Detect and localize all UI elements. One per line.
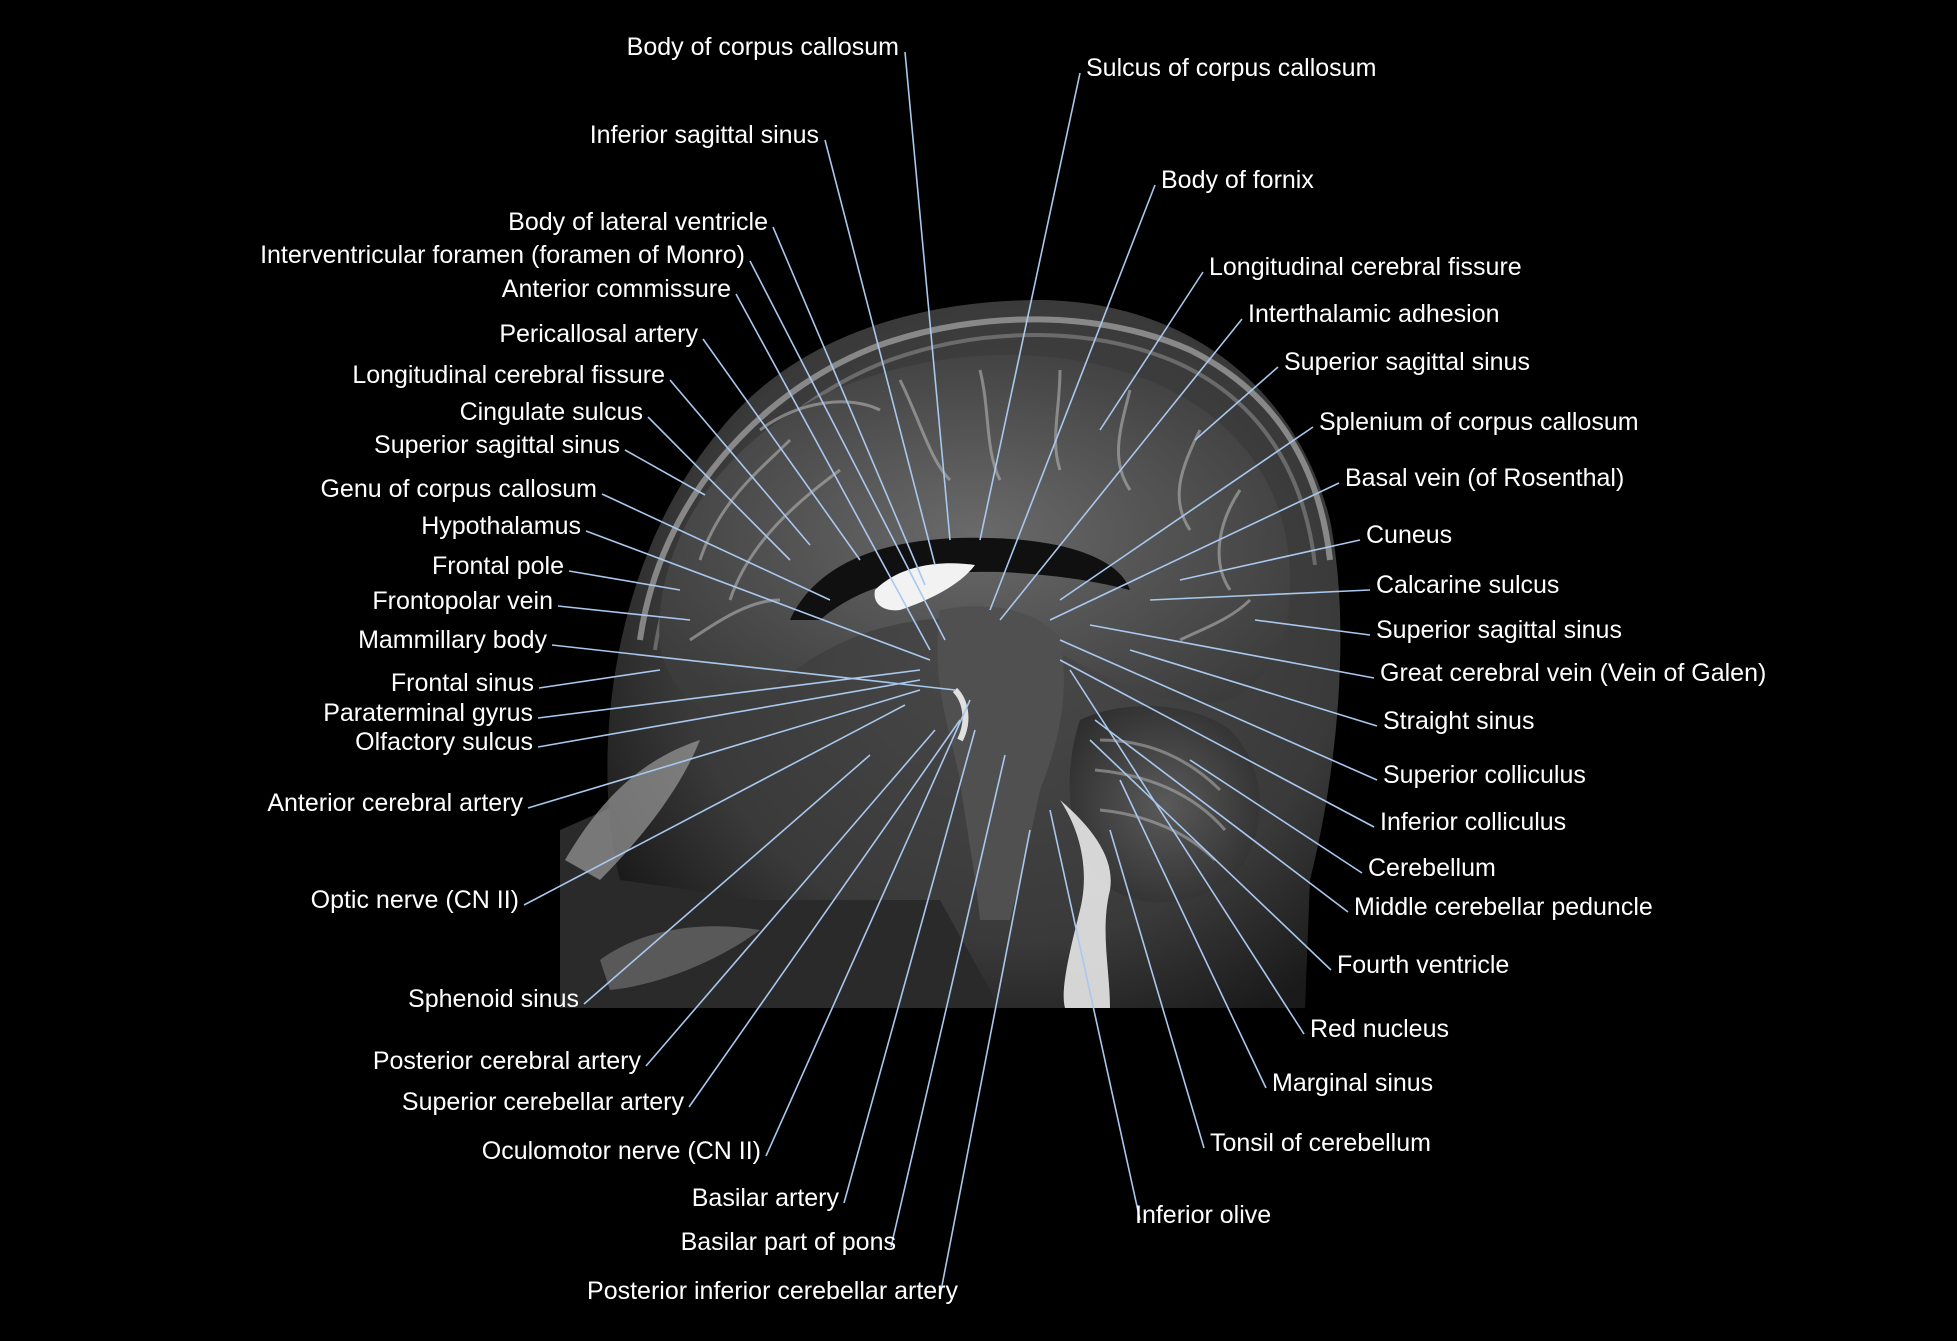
leader-line-inferior-olive — [1049, 809, 1141, 1221]
label-fourth-ventricle: Fourth ventricle — [1337, 951, 1510, 979]
label-middle-cerebellar-peduncle: Middle cerebellar peduncle — [1354, 893, 1653, 921]
label-longitudinal-cerebral-fissure-left: Longitudinal cerebral fissure — [352, 361, 665, 389]
label-superior-cerebellar-artery: Superior cerebellar artery — [401, 1088, 684, 1116]
label-cerebellum: Cerebellum — [1368, 854, 1496, 882]
leader-line-basilar-artery — [843, 729, 976, 1204]
label-longitudinal-cerebral-fissure-right: Longitudinal cerebral fissure — [1209, 253, 1522, 281]
leader-line-basal-vein — [1049, 482, 1340, 621]
leader-line-inferior-sagittal-sinus — [824, 139, 936, 566]
label-splenium-of-corpus-callosum: Splenium of corpus callosum — [1319, 408, 1639, 436]
label-great-cerebral-vein: Great cerebral vein (Vein of Galen) — [1380, 659, 1767, 687]
leader-line-marginal-sinus — [1119, 779, 1267, 1089]
leader-line-frontal-sinus — [538, 669, 661, 689]
label-inferior-colliculus: Inferior colliculus — [1380, 808, 1567, 836]
leader-line-body-of-fornix — [989, 184, 1156, 611]
leader-line-sulcus-of-corpus-callosum — [979, 72, 1081, 541]
leader-line-fourth-ventricle — [1089, 739, 1332, 971]
label-body-of-fornix: Body of fornix — [1161, 166, 1314, 194]
label-olfactory-sulcus: Olfactory sulcus — [355, 728, 533, 756]
label-superior-colliculus: Superior colliculus — [1383, 761, 1586, 789]
label-superior-sagittal-sinus-left: Superior sagittal sinus — [374, 431, 620, 459]
leader-line-superior-sagittal-sinus-right-2 — [1254, 619, 1371, 636]
leader-line-genu-of-corpus-callosum — [601, 493, 831, 601]
leader-line-tonsil-of-cerebellum — [1109, 829, 1205, 1149]
label-frontopolar-vein: Frontopolar vein — [372, 587, 553, 615]
leader-line-sphenoid-sinus — [583, 754, 871, 1005]
label-red-nucleus: Red nucleus — [1310, 1015, 1449, 1043]
leader-line-superior-sagittal-sinus-right-1 — [1194, 366, 1279, 441]
leader-line-optic-nerve — [523, 704, 906, 906]
leader-line-posterior-cerebral-artery — [645, 729, 936, 1067]
leader-line-cingulate-sulcus — [647, 416, 791, 561]
label-sulcus-of-corpus-callosum: Sulcus of corpus callosum — [1086, 54, 1377, 82]
label-posterior-inferior-cerebellar-artery: Posterior inferior cerebellar artery — [587, 1277, 958, 1305]
label-oculomotor-nerve: Oculomotor nerve (CN II) — [481, 1137, 761, 1165]
label-posterior-cerebral-artery: Posterior cerebral artery — [372, 1047, 641, 1075]
leader-line-red-nucleus — [1069, 669, 1305, 1035]
label-frontal-pole: Frontal pole — [431, 552, 564, 580]
leader-line-mammillary-body — [551, 644, 956, 691]
leader-line-hypothalamus — [585, 530, 931, 661]
label-genu-of-corpus-callosum: Genu of corpus callosum — [320, 475, 597, 503]
label-inferior-olive: Inferior olive — [1135, 1201, 1272, 1229]
leader-line-great-cerebral-vein — [1089, 624, 1375, 679]
label-anterior-cerebral-artery: Anterior cerebral artery — [267, 789, 523, 817]
leader-line-interthalamic-adhesion — [999, 318, 1243, 621]
label-sphenoid-sinus: Sphenoid sinus — [408, 985, 579, 1013]
label-basal-vein: Basal vein (of Rosenthal) — [1345, 464, 1625, 492]
label-anterior-commissure: Anterior commissure — [501, 275, 731, 303]
leader-line-straight-sinus — [1129, 649, 1378, 727]
leader-line-superior-colliculus — [1059, 639, 1378, 781]
label-marginal-sinus: Marginal sinus — [1272, 1069, 1434, 1097]
leader-line-splenium-of-corpus-callosum — [1059, 426, 1314, 601]
label-frontal-sinus: Frontal sinus — [390, 669, 534, 697]
label-calcarine-sulcus: Calcarine sulcus — [1376, 571, 1560, 599]
leader-line-pericallosal-artery — [702, 338, 861, 561]
leader-line-posterior-inferior-cerebellar-artery — [939, 829, 1031, 1297]
leader-line-longitudinal-cerebral-fissure-left — [669, 379, 811, 546]
leader-line-basilar-part-of-pons — [890, 754, 1006, 1248]
leader-line-interventricular-foramen — [749, 260, 946, 641]
leader-line-cerebellum — [1189, 759, 1363, 874]
label-tonsil-of-cerebellum: Tonsil of cerebellum — [1210, 1129, 1431, 1157]
label-body-of-lateral-ventricle: Body of lateral ventricle — [508, 208, 768, 236]
leader-line-oculomotor-nerve — [765, 699, 971, 1157]
leader-line-body-of-lateral-ventricle — [772, 226, 926, 586]
label-body-of-corpus-callosum: Body of corpus callosum — [626, 33, 899, 61]
label-paraterminal-gyrus: Paraterminal gyrus — [323, 699, 533, 727]
leader-line-cuneus — [1179, 539, 1361, 581]
leader-line-middle-cerebellar-peduncle — [1094, 719, 1349, 913]
label-pericallosal-artery: Pericallosal artery — [499, 320, 698, 348]
leader-line-olfactory-sulcus — [537, 679, 921, 748]
leader-line-anterior-commissure — [735, 293, 931, 651]
label-cingulate-sulcus: Cingulate sulcus — [459, 398, 643, 426]
leader-line-superior-sagittal-sinus-left — [624, 449, 706, 496]
label-mammillary-body: Mammillary body — [358, 626, 547, 654]
label-basilar-artery: Basilar artery — [691, 1184, 839, 1212]
label-interventricular-foramen: Interventricular foramen (foramen of Mon… — [260, 241, 745, 269]
leader-line-anterior-cerebral-artery — [527, 689, 921, 809]
leader-line-calcarine-sulcus — [1149, 589, 1371, 601]
label-interthalamic-adhesion: Interthalamic adhesion — [1248, 300, 1500, 328]
label-basilar-part-of-pons: Basilar part of pons — [680, 1228, 896, 1256]
label-optic-nerve: Optic nerve (CN II) — [310, 886, 519, 914]
label-superior-sagittal-sinus-right-2: Superior sagittal sinus — [1376, 616, 1622, 644]
leader-line-body-of-corpus-callosum — [904, 51, 951, 541]
leader-line-frontopolar-vein — [557, 605, 691, 621]
label-hypothalamus: Hypothalamus — [421, 512, 581, 540]
leader-line-frontal-pole — [568, 570, 681, 591]
leader-line-inferior-colliculus — [1059, 659, 1375, 828]
label-cuneus: Cuneus — [1366, 521, 1453, 549]
leader-line-longitudinal-cerebral-fissure-right — [1099, 271, 1204, 431]
label-inferior-sagittal-sinus: Inferior sagittal sinus — [589, 121, 819, 149]
label-straight-sinus: Straight sinus — [1383, 707, 1535, 735]
leader-line-paraterminal-gyrus — [537, 669, 921, 719]
leader-line-superior-cerebellar-artery — [688, 719, 961, 1108]
label-superior-sagittal-sinus-right-1: Superior sagittal sinus — [1284, 348, 1530, 376]
